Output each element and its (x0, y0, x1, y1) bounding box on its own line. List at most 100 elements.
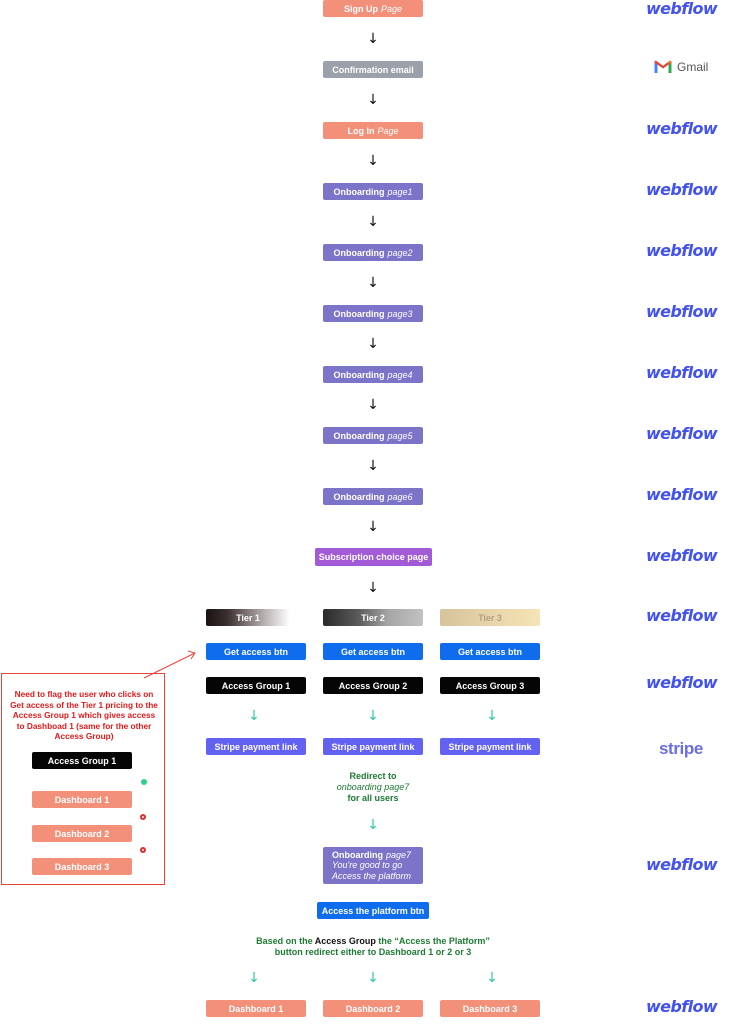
dashboard-label: Dashboard 1 (228, 1003, 284, 1014)
webflow-logo: webflow (646, 302, 718, 321)
webflow-logo: webflow (646, 546, 718, 565)
subscription-choice-box: Subscription choice page (315, 548, 432, 566)
webflow-logo: webflow (646, 485, 718, 504)
check-dot-icon (141, 779, 147, 785)
down-arrow-icon: ↓ (367, 519, 379, 535)
onboarding-label: Onboarding (333, 186, 385, 197)
dashboard-1-box: Dashboard 1 (206, 1000, 306, 1017)
onboarding-label: Onboarding (333, 247, 385, 258)
onboarding-suffix: page6 (387, 491, 413, 502)
down-arrow-icon: ↓ (367, 92, 379, 108)
tier-1-box: Tier 1 (206, 609, 290, 626)
tier-2-box: Tier 2 (323, 609, 423, 626)
onboarding-suffix: page2 (387, 247, 413, 258)
stripe-link-label: Stripe payment link (448, 741, 532, 752)
stripe-link-label: Stripe payment link (331, 741, 415, 752)
dashboard-label: Dashboard 3 (462, 1003, 518, 1014)
down-arrow-icon: ↓ (367, 336, 379, 352)
dashboard-label: Dashboard 1 (54, 794, 110, 805)
subscription-label: Subscription choice page (318, 552, 429, 562)
redirect-line2: onboarding page7 (336, 782, 410, 792)
down-arrow-icon: ↓ (367, 214, 379, 230)
down-arrow-icon: ↓ (367, 153, 379, 169)
redirect-line3: for all users (347, 793, 399, 803)
onboarding-label: Onboarding (333, 491, 385, 502)
get-access-button-3[interactable]: Get access btn (440, 643, 540, 660)
note-access-group-box: Access Group 1 (32, 752, 132, 769)
stripe-payment-link-2[interactable]: Stripe payment link (323, 738, 423, 755)
x-dot-icon (140, 814, 146, 820)
webflow-logo: webflow (646, 855, 718, 874)
onboarding-label: Onboarding (332, 849, 383, 860)
get-access-label: Get access btn (223, 646, 289, 657)
note-access-group-label: Access Group 1 (47, 755, 117, 766)
sign-up-suffix: Page (380, 3, 403, 14)
access-group-2-box: Access Group 2 (323, 677, 423, 694)
access-group-1-box: Access Group 1 (206, 677, 306, 694)
down-arrow-icon: ↓ (367, 817, 379, 833)
tier-3-box: Tier 3 (440, 609, 540, 626)
webflow-logo: webflow (646, 424, 718, 443)
get-access-label: Get access btn (457, 646, 523, 657)
onboarding-suffix: page7 (386, 849, 412, 860)
down-arrow-icon: ↓ (367, 708, 379, 724)
note-callout: Need to flag the user who clicks on Get … (1, 673, 165, 885)
webflow-logo: webflow (646, 0, 718, 18)
webflow-logo: webflow (646, 180, 718, 199)
note-dashboard-2-box: Dashboard 2 (32, 825, 132, 842)
sign-up-label: Sign Up (343, 3, 378, 14)
onboarding-label: Onboarding (333, 308, 385, 319)
get-access-button-2[interactable]: Get access btn (323, 643, 423, 660)
onboarding-suffix: page3 (387, 308, 413, 319)
note-dashboard-3-box: Dashboard 3 (32, 858, 132, 875)
down-arrow-icon: ↓ (367, 458, 379, 474)
access-group-label: Access Group 1 (221, 680, 291, 691)
webflow-logo: webflow (646, 363, 718, 382)
gmail-logo: Gmail (654, 60, 708, 74)
webflow-logo: webflow (646, 997, 718, 1016)
down-arrow-icon: ↓ (248, 970, 260, 986)
webflow-logo: webflow (646, 241, 718, 260)
get-access-button-1[interactable]: Get access btn (206, 643, 306, 660)
onboarding-label: Onboarding (333, 369, 385, 380)
onboarding7-line2: You're good to go (332, 860, 403, 871)
onboarding7-line3: Access the platform (332, 870, 412, 881)
onboarding-label: Onboarding (333, 430, 385, 441)
confirmation-email-label: Confirmation email (332, 64, 414, 75)
redirect-text: Redirect to onboarding page7 for all use… (313, 771, 433, 804)
onboarding-suffix: page4 (387, 369, 413, 380)
stripe-payment-link-3[interactable]: Stripe payment link (440, 738, 540, 755)
access-platform-button[interactable]: Access the platform btn (317, 902, 429, 919)
down-arrow-icon: ↓ (367, 970, 379, 986)
note-dashboard-1-box: Dashboard 1 (32, 791, 132, 808)
onboarding-suffix: page1 (387, 186, 413, 197)
based-on-pre: Based on the (256, 936, 313, 946)
log-in-label: Log In (347, 125, 375, 136)
down-arrow-icon: ↓ (486, 708, 498, 724)
dashboard-label: Dashboard 2 (54, 828, 110, 839)
dashboard-label: Dashboard 2 (345, 1003, 401, 1014)
webflow-logo: webflow (646, 606, 718, 625)
log-in-suffix: Page (377, 125, 399, 136)
based-on-line2: button redirect either to Dashboard 1 or… (274, 947, 472, 957)
based-on-text: Based on the Access Group the “Access th… (223, 936, 523, 958)
stripe-payment-link-1[interactable]: Stripe payment link (206, 738, 306, 755)
dashboard-3-box: Dashboard 3 (440, 1000, 540, 1017)
based-on-post: the “Access the Platform” (378, 936, 490, 946)
note-text: Need to flag the user who clicks on Get … (10, 689, 158, 741)
access-group-3-box: Access Group 3 (440, 677, 540, 694)
gmail-m-icon (654, 60, 672, 73)
down-arrow-icon: ↓ (367, 31, 379, 47)
access-platform-label: Access the platform btn (321, 905, 425, 916)
down-arrow-icon: ↓ (367, 397, 379, 413)
down-arrow-icon: ↓ (248, 708, 260, 724)
stripe-logo: stripe (659, 739, 703, 758)
